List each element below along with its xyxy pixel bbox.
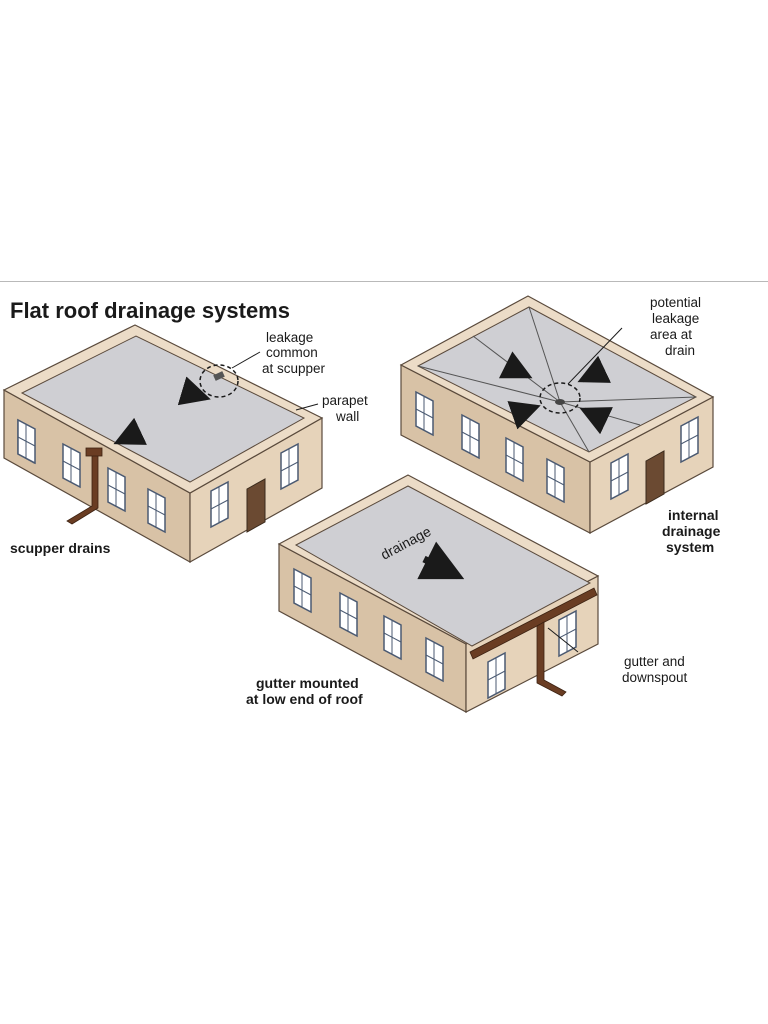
arrow-icon [577, 355, 612, 383]
arrow-icon [177, 376, 211, 406]
leader-line [567, 327, 623, 385]
building-scupper [2, 324, 324, 564]
downspout-pipe [536, 621, 567, 697]
leader-line [295, 403, 319, 411]
door [246, 478, 266, 533]
leader-line [547, 627, 579, 653]
parapet-wall-label: parapet wall [322, 393, 372, 424]
arrow-icon [417, 541, 465, 580]
dashed-circle-icon [199, 364, 239, 398]
door [645, 450, 665, 505]
top-divider [0, 281, 768, 282]
arrow-icon [579, 407, 614, 435]
building-gutter [277, 474, 600, 714]
roof-surface [20, 335, 306, 483]
roof-drain [555, 399, 565, 405]
diagram-title: Flat roof drainage systems [10, 298, 290, 323]
internal-drainage-label: internal drainage system [662, 507, 724, 555]
dashed-circle-icon [539, 382, 581, 414]
leader-line [231, 351, 261, 369]
arrow-icon [498, 351, 533, 379]
scupper-drains-label: scupper drains [10, 540, 111, 556]
scupper-box [85, 447, 103, 457]
scupper-opening [213, 371, 225, 381]
gutter-downspout-label: gutter and downspout [622, 654, 689, 685]
leakage-scupper-label: leakage common at scupper [262, 330, 326, 376]
potential-leakage-label: potential leakage area at drain [650, 295, 705, 358]
building-internal [399, 295, 715, 535]
arrow-icon [113, 417, 148, 445]
arrow-icon [507, 401, 541, 430]
gutter-mounted-label: gutter mounted at low end of roof [246, 675, 363, 707]
gutter [469, 587, 598, 660]
